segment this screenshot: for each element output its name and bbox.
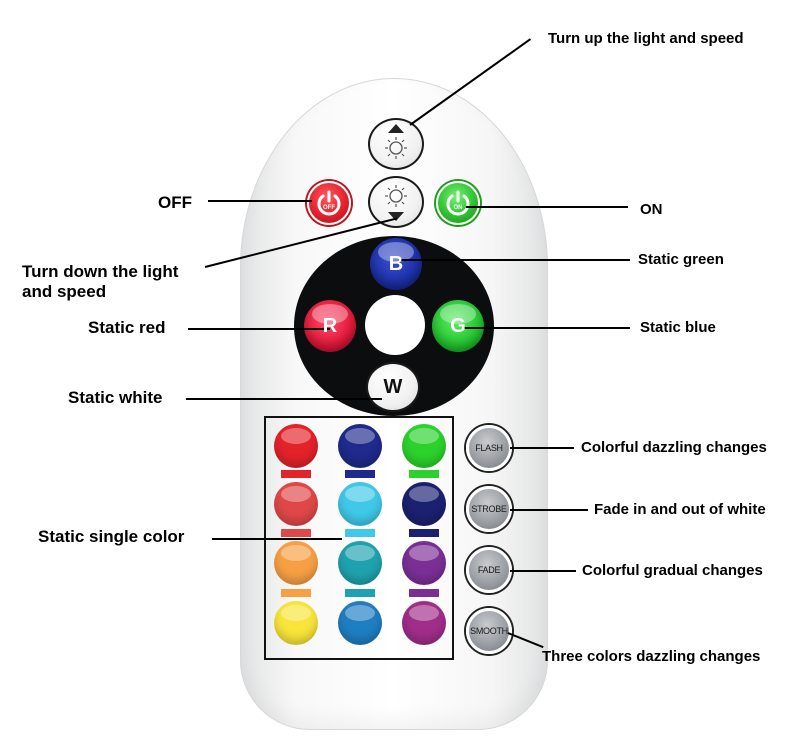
leader-line-on [466, 206, 628, 208]
center-ring [365, 295, 425, 355]
smooth-button-text: SMOOTH [470, 626, 508, 636]
blue-button[interactable]: B [370, 238, 422, 290]
leader-line-static-red [188, 328, 330, 330]
key-connector-stripe [409, 589, 439, 597]
key-connector-stripe [281, 470, 311, 478]
leader-line-static-white [186, 398, 382, 400]
on-button-text: ON [454, 205, 463, 211]
off-button-text: OFF [323, 205, 335, 211]
color-key-r4c2[interactable] [338, 601, 382, 645]
flash-button[interactable]: FLASH [466, 425, 512, 471]
red-button[interactable]: R [304, 300, 356, 352]
fade-button[interactable]: FADE [466, 547, 512, 593]
fade-button-text: FADE [477, 565, 501, 575]
label-fade: Colorful gradual changes [582, 562, 763, 579]
color-key-r3c1[interactable] [274, 541, 318, 585]
leader-line-fade [510, 570, 576, 572]
sun-down-icon [385, 185, 407, 221]
leader-line-flash [510, 447, 574, 449]
color-key-r4c1[interactable] [274, 601, 318, 645]
color-key-r4c3[interactable] [402, 601, 446, 645]
red-button-letter: R [322, 314, 338, 337]
green-button[interactable]: G [432, 300, 484, 352]
key-connector-stripe [345, 470, 375, 478]
color-key-r2c2[interactable] [338, 482, 382, 526]
label-turn-up: Turn up the light and speed [548, 30, 744, 47]
power-icon: OFF [317, 190, 341, 216]
on-button[interactable]: ON [436, 181, 480, 225]
color-key-r3c2[interactable] [338, 541, 382, 585]
label-static-blue: Static blue [640, 319, 716, 336]
sun-up-icon [385, 124, 407, 159]
flash-button-text: FLASH [475, 443, 503, 453]
white-button-letter: W [383, 375, 403, 398]
leader-line-off [208, 200, 312, 202]
leader-line-static-single [212, 538, 342, 540]
color-key-r1c1[interactable] [274, 424, 318, 468]
key-connector-stripe [281, 529, 311, 537]
label-static-white: Static white [68, 388, 163, 407]
strobe-button[interactable]: STROBE [466, 486, 512, 532]
label-static-single-color: Static single color [38, 527, 185, 546]
label-strobe: Fade in and out of white [594, 501, 766, 518]
label-on: ON [640, 201, 663, 218]
key-connector-stripe [281, 589, 311, 597]
off-button[interactable]: OFF [307, 181, 351, 225]
label-smooth: Three colors dazzling changes [542, 648, 761, 665]
strobe-button-text: STROBE [471, 504, 507, 514]
label-static-red: Static red [88, 318, 166, 337]
color-key-r1c2[interactable] [338, 424, 382, 468]
leader-line-strobe [510, 509, 588, 511]
label-static-green: Static green [638, 251, 724, 268]
key-connector-stripe [409, 529, 439, 537]
leader-line-static-blue [462, 327, 630, 329]
brightness-down-button[interactable] [368, 176, 424, 228]
label-flash: Colorful dazzling changes [581, 439, 767, 456]
power-icon: ON [446, 190, 470, 216]
brightness-up-button[interactable] [368, 118, 424, 170]
color-key-r2c3[interactable] [402, 482, 446, 526]
label-off: OFF [158, 193, 192, 212]
label-turn-down-line2: and speed [22, 282, 107, 301]
key-connector-stripe [345, 589, 375, 597]
white-button[interactable]: W [366, 362, 420, 412]
green-button-letter: G [450, 314, 466, 337]
key-connector-stripe [409, 470, 439, 478]
color-key-r3c3[interactable] [402, 541, 446, 585]
color-key-r1c3[interactable] [402, 424, 446, 468]
color-key-r2c1[interactable] [274, 482, 318, 526]
smooth-button[interactable]: SMOOTH [466, 608, 512, 654]
leader-line-static-green [398, 259, 630, 261]
blue-button-letter: B [388, 252, 404, 275]
label-turn-down-line1: Turn down the light [22, 262, 179, 281]
key-connector-stripe [345, 529, 375, 537]
